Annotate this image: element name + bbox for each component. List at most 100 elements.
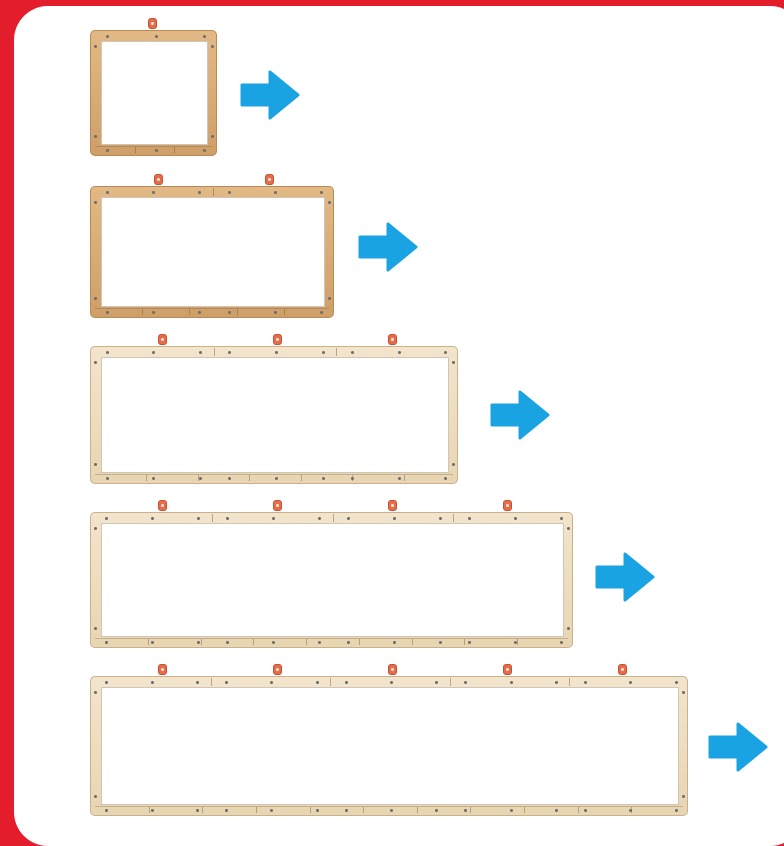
screw-icon — [347, 641, 350, 644]
peg-icon — [273, 664, 282, 675]
rail-joint — [301, 475, 302, 481]
screw-icon — [152, 191, 155, 194]
peg-icon — [273, 500, 282, 511]
screw-icon — [199, 351, 202, 354]
bottom-rail — [95, 308, 329, 315]
screw-icon — [675, 809, 678, 812]
frame-opening — [101, 523, 564, 637]
screw-icon — [584, 809, 587, 812]
screw-icon — [94, 691, 97, 694]
bottom-rail — [95, 638, 568, 645]
screw-icon — [197, 517, 200, 520]
screw-icon — [398, 477, 401, 480]
screw-icon — [275, 351, 278, 354]
frame-3-section — [90, 346, 458, 484]
screw-icon — [629, 681, 632, 684]
screw-icon — [322, 351, 325, 354]
screw-icon — [322, 477, 325, 480]
screw-icon — [155, 35, 158, 38]
screw-icon — [439, 641, 442, 644]
screw-icon — [94, 297, 97, 300]
screw-icon — [682, 795, 685, 798]
rail-joint — [306, 639, 307, 645]
screw-icon — [225, 809, 228, 812]
screw-icon — [105, 681, 108, 684]
screw-icon — [444, 351, 447, 354]
screw-icon — [228, 191, 231, 194]
peg-icon — [503, 500, 512, 511]
screw-icon — [320, 191, 323, 194]
rail-joint — [249, 475, 250, 481]
screw-icon — [275, 477, 278, 480]
rail-joint — [464, 639, 465, 645]
section-seam — [212, 514, 213, 522]
rail-joint — [135, 147, 136, 153]
screw-icon — [106, 35, 109, 38]
rail-joint — [284, 309, 285, 315]
screw-icon — [682, 691, 685, 694]
rail-joint — [253, 639, 254, 645]
rail-joint — [470, 807, 471, 813]
peg-icon — [388, 500, 397, 511]
rail-joint — [142, 309, 143, 315]
screw-icon — [155, 149, 158, 152]
screw-icon — [106, 191, 109, 194]
screw-icon — [452, 463, 455, 466]
screw-icon — [151, 809, 154, 812]
screw-icon — [351, 351, 354, 354]
rail-joint — [149, 807, 150, 813]
arrow-right-icon — [490, 390, 550, 440]
screw-icon — [151, 681, 154, 684]
frame-2-section — [90, 186, 334, 318]
section-seam — [453, 514, 454, 522]
screw-icon — [328, 297, 331, 300]
rail-joint — [404, 475, 405, 481]
screw-icon — [390, 681, 393, 684]
screw-icon — [439, 517, 442, 520]
screw-icon — [211, 45, 214, 48]
screw-icon — [94, 527, 97, 530]
screw-icon — [152, 311, 155, 314]
rail-joint — [412, 639, 413, 645]
rail-joint — [201, 639, 202, 645]
screw-icon — [152, 351, 155, 354]
arrow-right-icon — [708, 722, 768, 772]
section-seam — [213, 188, 214, 196]
rail-joint — [359, 639, 360, 645]
screw-icon — [393, 517, 396, 520]
screw-icon — [228, 351, 231, 354]
screw-icon — [228, 311, 231, 314]
screw-icon — [203, 149, 206, 152]
peg-icon — [618, 664, 627, 675]
peg-icon — [158, 500, 167, 511]
section-seam — [450, 678, 451, 686]
screw-icon — [390, 809, 393, 812]
screw-icon — [105, 517, 108, 520]
screw-icon — [514, 517, 517, 520]
peg-icon — [503, 664, 512, 675]
screw-icon — [510, 681, 513, 684]
bottom-rail — [95, 146, 212, 153]
screw-icon — [398, 351, 401, 354]
screw-icon — [225, 681, 228, 684]
screw-icon — [318, 641, 321, 644]
screw-icon — [106, 351, 109, 354]
peg-icon — [158, 664, 167, 675]
screw-icon — [567, 527, 570, 530]
screw-icon — [196, 681, 199, 684]
screw-icon — [452, 361, 455, 364]
frame-5-section — [90, 676, 688, 816]
screw-icon — [345, 681, 348, 684]
frame-opening — [101, 357, 449, 473]
screw-icon — [328, 201, 331, 204]
screw-icon — [270, 681, 273, 684]
screw-icon — [94, 627, 97, 630]
screw-icon — [203, 35, 206, 38]
section-seam — [336, 348, 337, 356]
rail-joint — [524, 807, 525, 813]
screw-icon — [560, 517, 563, 520]
peg-icon — [154, 174, 163, 185]
section-seam — [330, 678, 331, 686]
screw-icon — [94, 361, 97, 364]
screw-icon — [94, 463, 97, 466]
